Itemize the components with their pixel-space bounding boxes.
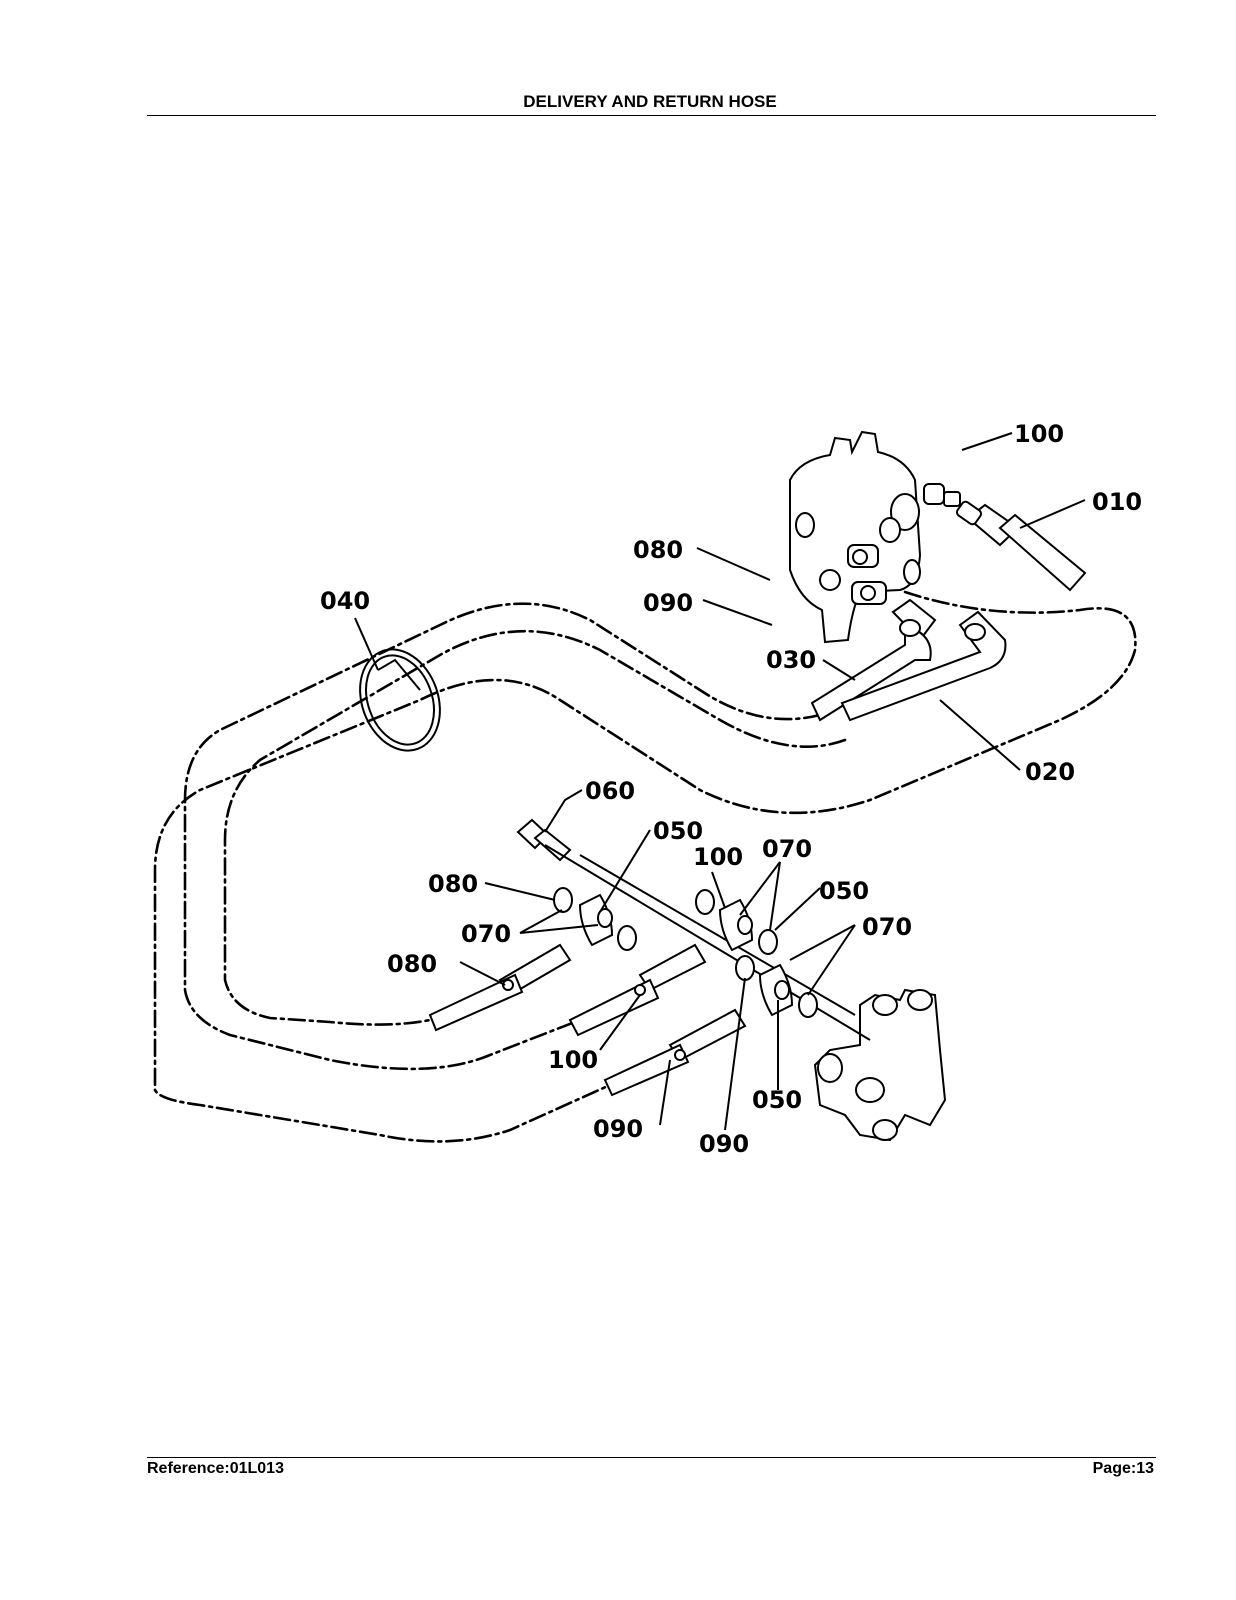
- callout-080-mid: 080: [428, 870, 478, 898]
- header-rule: [147, 115, 1156, 116]
- footer-rule: [147, 1457, 1156, 1458]
- callout-050-c: 050: [752, 1086, 802, 1114]
- hose-ends: [428, 943, 747, 1097]
- callout-050-a: 050: [653, 817, 703, 845]
- callout-labels: 100 010 080 090 040 030 020 060 050 100 …: [320, 420, 1142, 1158]
- lower-valve-body: [813, 988, 947, 1142]
- callout-090-upper: 090: [643, 589, 693, 617]
- callout-100-upper: 100: [1014, 420, 1064, 448]
- leader-lines: [354, 432, 1086, 1131]
- upper-valve-body: [789, 430, 961, 644]
- callout-030: 030: [766, 646, 816, 674]
- callout-050-b: 050: [819, 877, 869, 905]
- callout-100-lower: 100: [548, 1046, 598, 1074]
- callout-090-lower-b: 090: [699, 1130, 749, 1158]
- clamp-040: [359, 648, 441, 752]
- callout-060: 060: [585, 777, 635, 805]
- footer-reference: Reference:01L013: [147, 1460, 284, 1477]
- callout-040: 040: [320, 587, 370, 615]
- hose-lines: [153, 590, 1137, 1143]
- callout-100-mid: 100: [693, 843, 743, 871]
- callout-090-lower-a: 090: [593, 1115, 643, 1143]
- callout-010: 010: [1092, 488, 1142, 516]
- page-title: DELIVERY AND RETURN HOSE: [523, 92, 777, 111]
- callout-070-b: 070: [461, 920, 511, 948]
- callout-070-a: 070: [762, 835, 812, 863]
- seal-rings: [553, 887, 818, 1018]
- callout-020: 020: [1025, 758, 1075, 786]
- callout-070-c: 070: [862, 913, 912, 941]
- delivery-hose-010: [955, 500, 1087, 592]
- footer-page-number: Page:13: [1092, 1460, 1154, 1477]
- callout-080-upper: 080: [633, 536, 683, 564]
- hose-020-030: [810, 598, 1007, 722]
- callout-080-lower: 080: [387, 950, 437, 978]
